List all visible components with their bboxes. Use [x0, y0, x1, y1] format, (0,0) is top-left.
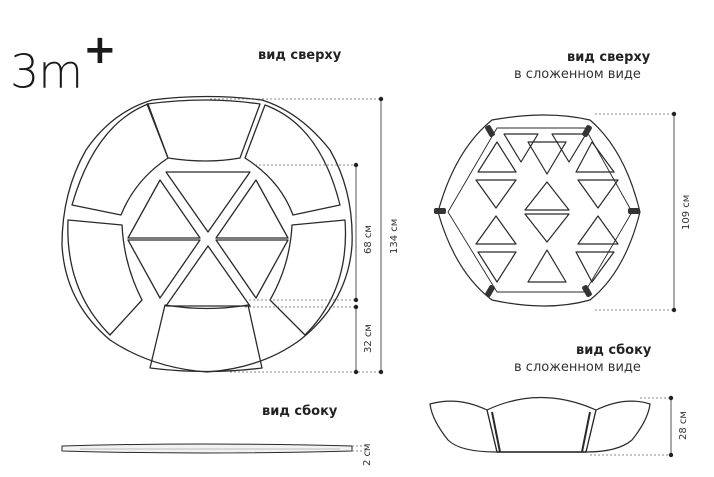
outer-segment-bottom [149, 304, 263, 373]
folded-top-view-subtitle: в сложенном виде [514, 67, 641, 82]
inner-triangle-4 [127, 239, 201, 299]
dim-dot [668, 395, 674, 401]
logo-text: 3m [10, 44, 83, 99]
dimension-outer-label: 32 см [363, 324, 374, 353]
folded-triangle-1 [503, 133, 539, 163]
folded-triangle-12 [477, 251, 517, 283]
dimension-folded-width-label: 109 см [681, 194, 692, 230]
dim-dot [671, 307, 677, 313]
folded-triangle-14 [575, 251, 615, 283]
inner-triangle-5 [215, 239, 289, 299]
folded-triangle-13 [527, 249, 567, 283]
folded-side-dimension-lines [590, 397, 672, 456]
dimension-flat-height-label: 2 см [362, 443, 373, 466]
side-left-petal [429, 400, 498, 453]
side-right-petal [585, 400, 651, 453]
outer-segment-top [146, 99, 261, 162]
dim-dot [668, 452, 674, 458]
folded-side-view-subtitle: в сложенном виде [514, 360, 641, 375]
outer-segment-top-right [244, 104, 341, 216]
inner-triangle-1 [165, 171, 251, 233]
folded-top-view-title: вид сверху [567, 50, 651, 65]
folded-triangle-2 [551, 133, 587, 163]
folded-top-view [437, 114, 641, 307]
folded-triangle-10 [524, 213, 570, 243]
brand-logo: 3m+ [10, 27, 117, 99]
top-view-dimension-dots [353, 96, 384, 375]
side-center-petal [486, 397, 597, 453]
dimension-diameter-label: 134 см [389, 218, 400, 254]
folded-triangle-4 [527, 141, 567, 175]
top-view-dimension-bars [355, 99, 382, 372]
dim-dot [671, 111, 677, 117]
round-top-view [61, 95, 353, 373]
outer-segment-left [67, 219, 143, 336]
folded-triangle-8 [577, 179, 619, 209]
folded-side-view-title: вид сбоку [576, 343, 652, 358]
inner-triangle-6 [165, 245, 251, 307]
flat-side-dimension-lines [352, 445, 368, 452]
folded-triangle-9 [475, 215, 517, 245]
folded-triangle-6 [475, 179, 517, 209]
top-view-title: вид сверху [258, 48, 342, 63]
folded-triangle-7 [524, 181, 570, 211]
folded-side-view [429, 397, 651, 453]
dimension-folded-height-label: 28 см [678, 411, 689, 440]
outer-segment-top-left [71, 103, 169, 216]
logo-plus: + [83, 27, 117, 73]
flat-side-view [61, 443, 353, 454]
outer-segment-right [269, 219, 347, 336]
dimension-inner-label: 68 см [363, 225, 374, 254]
folded-triangle-3 [477, 141, 517, 173]
folded-triangle-11 [577, 215, 619, 245]
folded-triangle-5 [575, 141, 615, 173]
top-view-dimension-lines [210, 98, 382, 373]
inner-triangle-2 [127, 179, 201, 239]
outer-outline [61, 95, 353, 373]
inner-triangle-3 [215, 179, 289, 239]
side-view-title: вид сбоку [262, 404, 338, 419]
hinge-markers [434, 125, 640, 297]
folded-top-dimension-lines [595, 113, 675, 311]
